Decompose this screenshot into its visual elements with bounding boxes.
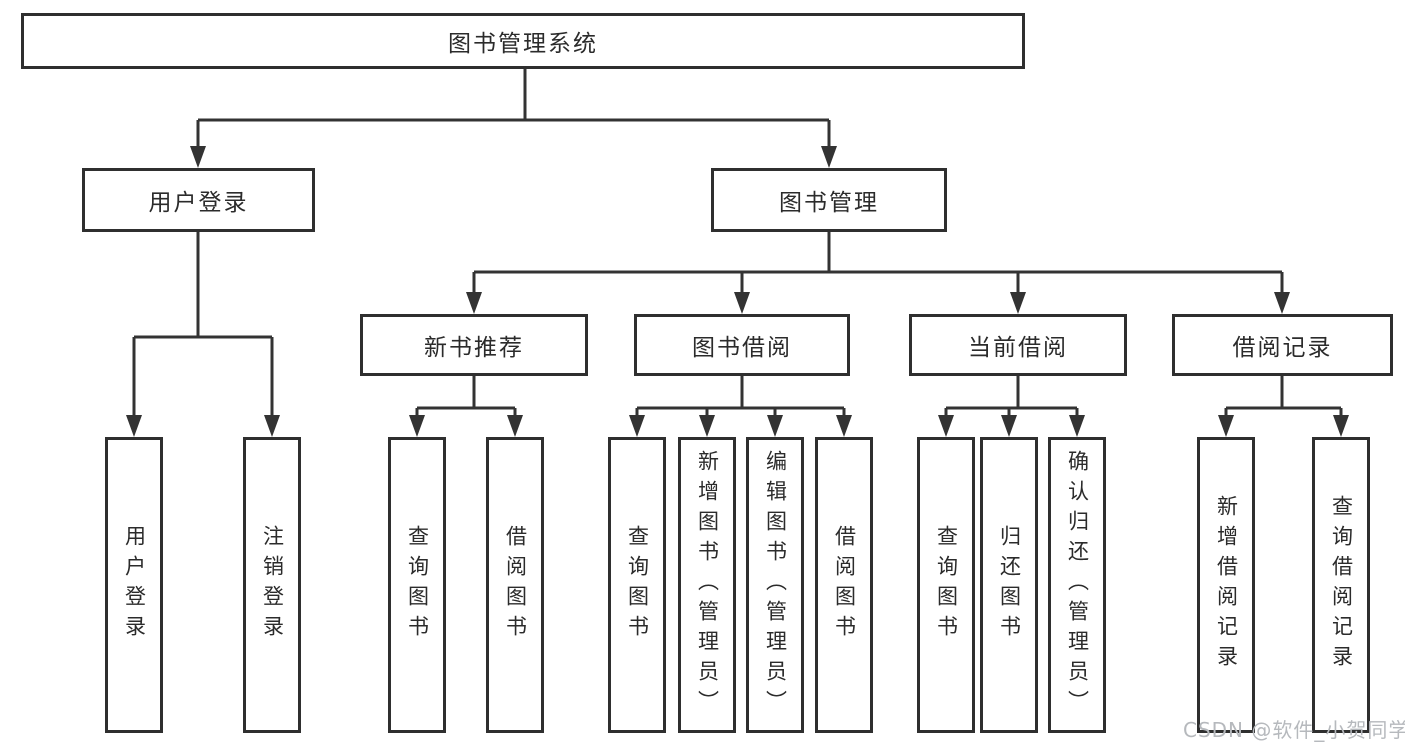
node-root-label: 图书管理系统 xyxy=(448,31,598,57)
node-current-borrow: 当前借阅 xyxy=(909,314,1127,376)
leaf-book-borrow-borrow: 借阅图书 xyxy=(815,437,873,733)
edge-book-borrow-to-leaves xyxy=(629,376,852,437)
leaf-label: 查询图书 xyxy=(405,525,430,645)
leaf-borrow-record-query: 查询借阅记录 xyxy=(1312,437,1370,733)
edge-user-login-to-leaves xyxy=(126,232,280,437)
leaf-label: 查询借阅记录 xyxy=(1329,495,1354,675)
leaf-label: 查询图书 xyxy=(934,525,959,645)
leaf-label: 确认归还（管理员） xyxy=(1065,450,1090,720)
node-book-borrow: 图书借阅 xyxy=(634,314,850,376)
leaf-label: 注销登录 xyxy=(260,525,285,645)
edge-new-book-to-leaves xyxy=(409,376,523,437)
leaf-label: 归还图书 xyxy=(997,525,1022,645)
edge-root-to-level2 xyxy=(190,69,837,168)
leaf-label: 新增图书（管理员） xyxy=(695,450,720,720)
node-new-book: 新书推荐 xyxy=(360,314,588,376)
node-user-login-label: 用户登录 xyxy=(148,190,249,216)
edge-current-borrow-to-leaves xyxy=(938,376,1085,437)
node-current-borrow-label: 当前借阅 xyxy=(968,335,1068,361)
leaf-current-borrow-confirm: 确认归还（管理员） xyxy=(1048,437,1106,733)
node-root: 图书管理系统 xyxy=(21,13,1025,69)
node-borrow-record-label: 借阅记录 xyxy=(1232,335,1333,361)
leaf-user-login-logout: 注销登录 xyxy=(243,437,301,733)
edge-book-mgmt-to-level3 xyxy=(466,232,1290,314)
leaf-current-borrow-return: 归还图书 xyxy=(980,437,1038,733)
leaf-new-book-borrow: 借阅图书 xyxy=(486,437,544,733)
node-book-borrow-label: 图书借阅 xyxy=(692,335,792,361)
node-user-login: 用户登录 xyxy=(82,168,315,232)
node-book-mgmt: 图书管理 xyxy=(711,168,947,232)
leaf-book-borrow-edit: 编辑图书（管理员） xyxy=(746,437,804,733)
leaf-label: 查询图书 xyxy=(625,525,650,645)
node-borrow-record: 借阅记录 xyxy=(1172,314,1393,376)
leaf-label: 新增借阅记录 xyxy=(1214,495,1239,675)
csdn-watermark: CSDN @软件_小贺同学 xyxy=(1183,718,1405,742)
leaf-label: 编辑图书（管理员） xyxy=(763,450,788,720)
leaf-label: 用户登录 xyxy=(122,525,147,645)
leaf-label: 借阅图书 xyxy=(503,525,528,645)
edge-borrow-record-to-leaves xyxy=(1218,376,1349,437)
leaf-current-borrow-query: 查询图书 xyxy=(917,437,975,733)
node-book-mgmt-label: 图书管理 xyxy=(779,190,879,216)
leaf-borrow-record-add: 新增借阅记录 xyxy=(1197,437,1255,733)
leaf-book-borrow-query: 查询图书 xyxy=(608,437,666,733)
leaf-new-book-query: 查询图书 xyxy=(388,437,446,733)
leaf-user-login-login: 用户登录 xyxy=(105,437,163,733)
leaf-book-borrow-add: 新增图书（管理员） xyxy=(678,437,736,733)
leaf-label: 借阅图书 xyxy=(832,525,857,645)
node-new-book-label: 新书推荐 xyxy=(424,335,524,361)
